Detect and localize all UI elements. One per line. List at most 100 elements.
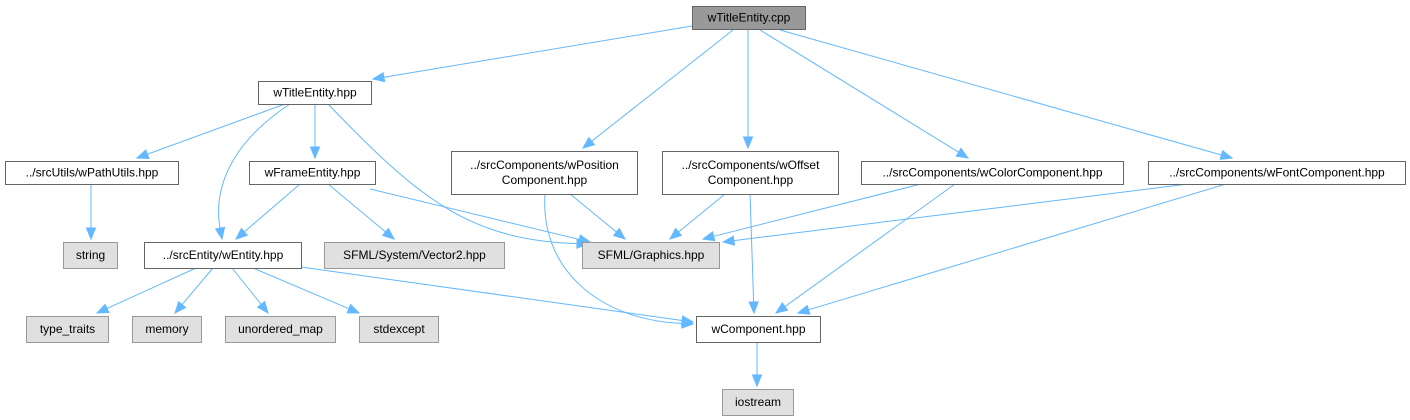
arrowhead-icon <box>135 149 150 159</box>
node-wColor[interactable]: ../srcComponents/wColorComponent.hpp <box>861 161 1124 185</box>
arrowhead-icon <box>256 300 269 315</box>
node-wComponent[interactable]: wComponent.hpp <box>696 316 821 343</box>
node-label: ../srcComponents/wPosition <box>470 158 619 172</box>
node-box <box>861 161 1124 185</box>
node-box <box>225 316 336 343</box>
edge-wEntity-to-memory <box>174 267 214 315</box>
edge-root-to-wFont <box>779 29 1234 160</box>
edge-wEntity-to-wComponent <box>300 266 695 326</box>
node-label: memory <box>145 322 188 336</box>
arrowhead-icon <box>234 227 249 240</box>
node-box <box>692 6 806 30</box>
edge-wTitleEntity_hpp-to-wFrameEntity <box>309 104 321 160</box>
node-wPathUtils[interactable]: ../srcUtils/wPathUtils.hpp <box>5 161 179 185</box>
arrowhead-icon <box>1219 149 1234 160</box>
node-wFrameEntity[interactable]: wFrameEntity.hpp <box>249 161 376 185</box>
edge-wColor-to-wComponent <box>774 183 956 314</box>
node-wFont[interactable]: ../srcComponents/wFontComponent.hpp <box>1148 161 1406 185</box>
edge-wOffset-to-graphics <box>668 193 726 240</box>
edge-line <box>678 193 726 233</box>
arrowhead-icon <box>309 146 321 160</box>
edge-line <box>147 103 286 155</box>
node-box <box>5 161 179 185</box>
edges-layer <box>85 25 1234 388</box>
edge-wColor-to-graphics <box>701 183 922 242</box>
node-label: ../srcComponents/wColorComponent.hpp <box>882 166 1102 180</box>
edge-wFrameEntity-to-graphics <box>369 188 592 245</box>
nodes-layer: wTitleEntity.cpp wTitleEntity.hpp ../srcUt… <box>5 6 1406 416</box>
node-wTitleEntity_hpp[interactable]: wTitleEntity.hpp <box>258 81 372 105</box>
arrowhead-icon <box>668 227 683 240</box>
node-box <box>722 389 794 416</box>
edge-line <box>231 267 262 305</box>
node-vector2: SFML/System/Vector2.hpp <box>324 242 505 269</box>
arrowhead-icon <box>612 227 627 240</box>
edge-root-to-wPosition <box>581 29 734 149</box>
edge-line <box>369 188 580 240</box>
node-box <box>258 81 372 105</box>
edge-wPosition-to-graphics <box>569 193 627 240</box>
arrowhead-icon <box>346 303 361 314</box>
edge-line <box>252 267 350 310</box>
edge-line <box>591 29 734 142</box>
node-label: SFML/Graphics.hpp <box>598 248 705 262</box>
arrowhead-icon <box>955 147 970 159</box>
node-box <box>582 242 720 269</box>
node-box <box>1148 161 1406 185</box>
node-stdexcept: stdexcept <box>359 316 439 343</box>
arrowhead-icon <box>751 374 763 388</box>
arrowhead-icon <box>721 235 736 246</box>
arrowhead-icon <box>371 71 386 83</box>
edge-wOffset-to-wComponent <box>748 193 759 315</box>
node-label: Component.hpp <box>708 173 794 187</box>
node-label: ../srcUtils/wPathUtils.hpp <box>26 166 159 180</box>
node-box <box>249 161 376 185</box>
node-wEntity[interactable]: ../srcEntity/wEntity.hpp <box>144 242 302 269</box>
edge-line <box>749 193 755 303</box>
arrowhead-icon <box>742 136 754 150</box>
edge-line <box>779 29 1222 156</box>
edge-wFont-to-graphics <box>721 183 1189 246</box>
edge-line <box>383 25 693 78</box>
node-label: wFrameEntity.hpp <box>264 166 361 180</box>
edge-line <box>327 103 578 245</box>
node-string: string <box>63 242 118 269</box>
edge-line <box>713 183 922 237</box>
edge-wEntity-to-unordered_map <box>231 267 269 315</box>
edge-line <box>733 183 1189 242</box>
arrowhead-icon <box>581 136 596 149</box>
arrowhead-icon <box>701 231 716 242</box>
node-label: wTitleEntity.cpp <box>707 11 791 25</box>
node-label: SFML/System/Vector2.hpp <box>343 248 486 262</box>
node-box <box>144 242 302 269</box>
edge-line <box>759 29 959 153</box>
node-label: ../srcEntity/wEntity.hpp <box>163 248 284 262</box>
node-box <box>132 316 202 343</box>
node-label: unordered_map <box>238 322 323 336</box>
node-root[interactable]: wTitleEntity.cpp <box>692 6 806 30</box>
node-label: type_traits <box>40 322 95 336</box>
arrowhead-icon <box>85 227 97 241</box>
node-type_traits: type_traits <box>26 316 109 343</box>
edge-wEntity-to-stdexcept <box>252 267 361 314</box>
node-unordered_map: unordered_map <box>225 316 336 343</box>
edge-line <box>300 266 683 321</box>
arrowhead-icon <box>214 226 226 241</box>
edge-wPathUtils-to-string <box>85 184 97 241</box>
edge-line <box>106 267 197 309</box>
arrowhead-icon <box>774 302 789 314</box>
arrowhead-icon <box>381 227 396 240</box>
node-box <box>26 316 109 343</box>
edge-wFrameEntity-to-vector2 <box>327 183 396 240</box>
edge-line <box>327 183 386 233</box>
edge-line <box>244 183 301 233</box>
node-label: ../srcComponents/wFontComponent.hpp <box>1169 166 1385 180</box>
edge-root-to-wTitleEntity_hpp <box>371 25 693 83</box>
edge-wEntity-to-type_traits <box>95 267 197 314</box>
node-label: ../srcComponents/wOffset <box>682 158 820 172</box>
node-box <box>451 151 638 195</box>
node-iostream: iostream <box>722 389 794 416</box>
